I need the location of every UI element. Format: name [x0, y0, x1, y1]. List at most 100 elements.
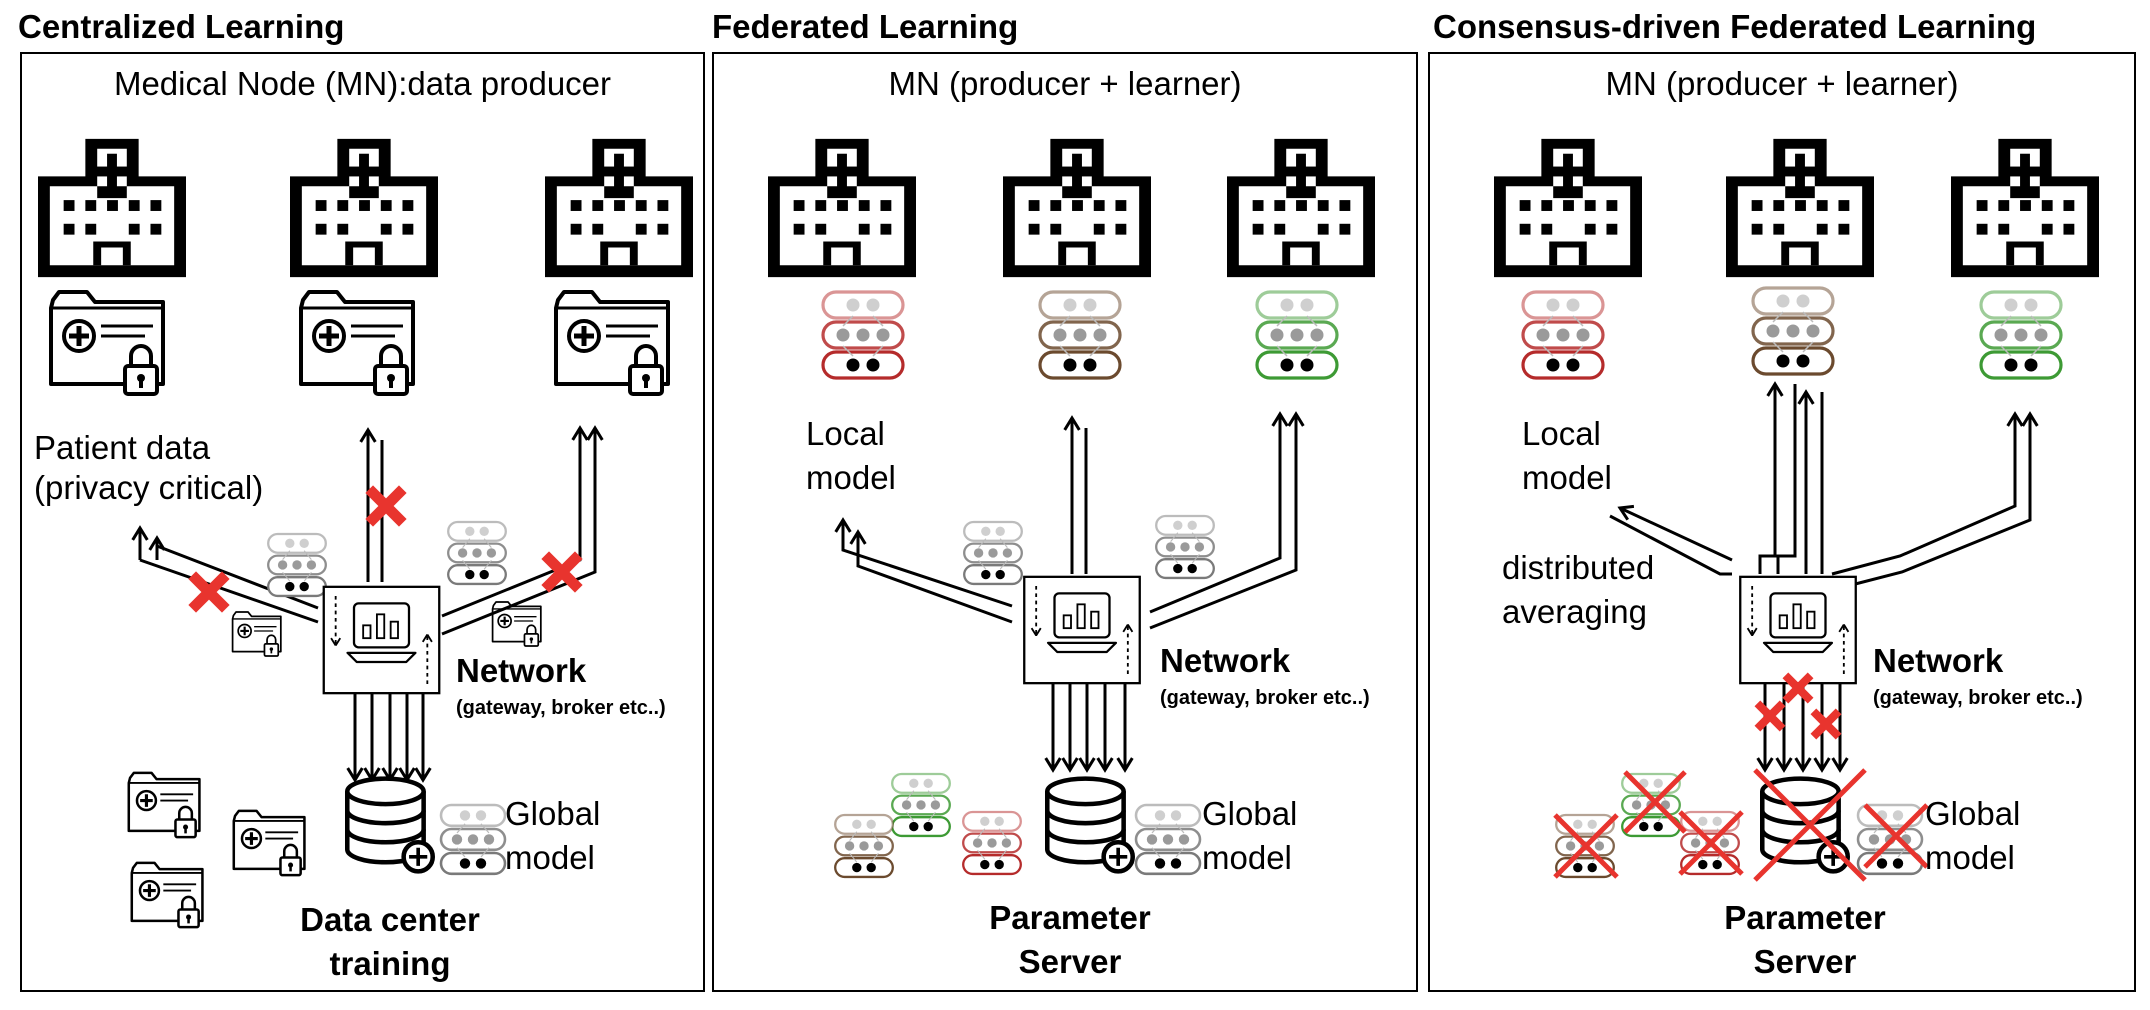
- link-line: [1149, 414, 1298, 630]
- network-label-consensus: Network: [1873, 642, 2004, 679]
- subtitle-consensus: MN (producer + learner): [1605, 65, 1959, 102]
- neural-model-icon: [963, 520, 1023, 586]
- global-model-label-federated-line2: model: [1202, 839, 1292, 876]
- patient-data-label-line2: (privacy critical): [34, 469, 264, 506]
- blocked-markers: [192, 489, 1929, 882]
- arrow-head: [148, 535, 166, 551]
- network-detail-federated: (gateway, broker etc..): [1160, 687, 1370, 709]
- link-line: [1619, 506, 1733, 562]
- link-line: [1831, 414, 2032, 592]
- arrow-head: [359, 427, 377, 443]
- network-label-federated: Network: [1160, 642, 1291, 679]
- bottom-label-consensus-line1: Parameter: [1724, 899, 1886, 936]
- arrow-head: [1271, 411, 1289, 427]
- neural-model-icon: [1521, 290, 1605, 380]
- cross-mark-icon: [1678, 810, 1744, 876]
- hospital-icon: [1227, 138, 1375, 278]
- arrow-head: [1794, 757, 1812, 773]
- hospital-icons: [38, 138, 2099, 278]
- averaging-label-line1: distributed: [1502, 549, 1655, 586]
- link-line: [856, 532, 1013, 624]
- network-device-icon: [1022, 575, 1142, 685]
- cross-mark-icon: [1757, 703, 1782, 728]
- neural-model-icon: [1255, 290, 1339, 380]
- neural-model-icon: [1979, 290, 2063, 380]
- arrow-head: [1797, 389, 1815, 405]
- arrow-head: [2006, 411, 2024, 427]
- neural-model-icon: [821, 290, 905, 380]
- hospital-icon: [1951, 138, 2099, 278]
- subtitle-federated: MN (producer + learner): [888, 65, 1242, 102]
- patient-data-label-line1: Patient data: [34, 429, 211, 466]
- link-line: [841, 520, 1013, 608]
- bottom-label-centralized-line2: training: [329, 945, 451, 982]
- network-device-icon: [1738, 575, 1858, 685]
- cross-mark-icon: [1863, 803, 1929, 869]
- network-device-icon: [322, 585, 441, 695]
- panel-centralized: [20, 52, 705, 992]
- bottom-label-federated-line2: Server: [1018, 943, 1122, 980]
- arrow-head: [1756, 757, 1774, 773]
- local-model-label-federated-line2: model: [806, 459, 896, 496]
- medical-folder-icon: [491, 600, 542, 648]
- neural-model-icon: [267, 532, 327, 598]
- arrow-head: [346, 767, 364, 783]
- hospital-icon: [768, 138, 916, 278]
- hospital-icon: [1726, 138, 1874, 278]
- neural-model-icon: [1751, 286, 1835, 376]
- title-centralized: Centralized Learning: [18, 8, 345, 45]
- arrow-head: [1078, 757, 1096, 773]
- database-icon: [1047, 779, 1132, 872]
- link-line: [156, 544, 319, 610]
- cross-mark-icon: [1753, 768, 1867, 882]
- link-line: [441, 428, 597, 636]
- local-model-label-consensus-line1: Local: [1522, 415, 1601, 452]
- subtitle-centralized: Medical Node (MN):data producer: [113, 65, 612, 102]
- title-federated: Federated Learning: [712, 8, 1019, 45]
- hospital-icon: [1003, 138, 1151, 278]
- arrow-head: [1096, 757, 1114, 773]
- panel-federated: [712, 52, 1418, 992]
- arrow-head: [1617, 504, 1635, 521]
- neural-model-icon: [1038, 290, 1122, 380]
- bottom-label-centralized-line1: Data center: [300, 901, 480, 938]
- medical-folder-icon: [231, 610, 282, 658]
- arrow-head: [1766, 381, 1784, 397]
- medical-folder-icon: [51, 292, 163, 394]
- link-line: [1758, 384, 1777, 574]
- arrow-head: [1044, 757, 1062, 773]
- link-line: [1776, 384, 1797, 574]
- averaging-label-line2: averaging: [1502, 593, 1647, 630]
- cross-mark-icon: [369, 489, 403, 523]
- link-line: [1831, 414, 2017, 576]
- hospital-icon: [290, 138, 438, 278]
- medical-folder-icon: [130, 861, 205, 929]
- arrow-head: [849, 529, 867, 545]
- neural-model-icon: [1134, 803, 1202, 876]
- arrow-head: [131, 525, 149, 541]
- panel-consensus: [1428, 52, 2136, 992]
- global-model-label-centralized-line1: Global: [505, 795, 601, 832]
- network-detail-consensus: (gateway, broker etc..): [1873, 687, 2083, 709]
- hospital-icon: [38, 138, 186, 278]
- arrow-head: [2021, 411, 2039, 427]
- medical-folder-icon: [127, 771, 202, 839]
- neural-model-icon: [834, 813, 894, 879]
- arrow-head: [1116, 757, 1134, 773]
- neural-model-icon: [439, 803, 507, 876]
- bottom-label-consensus-line2: Server: [1753, 943, 1857, 980]
- arrow-head: [1287, 411, 1305, 427]
- global-model-label-centralized-line2: model: [505, 839, 595, 876]
- cross-mark-icon: [192, 575, 226, 609]
- network-detail-centralized: (gateway, broker etc..): [456, 697, 666, 719]
- local-model-label-consensus-line2: model: [1522, 459, 1612, 496]
- hospital-icon: [1494, 138, 1642, 278]
- bottom-label-federated-line1: Parameter: [989, 899, 1151, 936]
- arrow-head: [1813, 757, 1831, 773]
- arrow-head: [1831, 757, 1849, 773]
- arrow-head: [571, 425, 589, 441]
- medical-folder-icon: [301, 292, 413, 394]
- arrow-head: [1061, 757, 1079, 773]
